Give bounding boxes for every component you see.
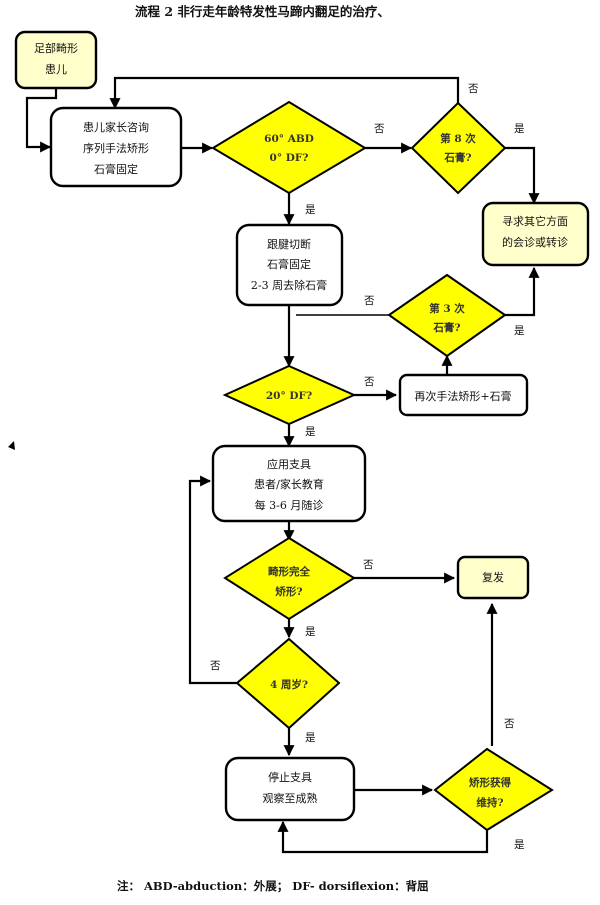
edge-start-consult bbox=[25, 88, 58, 153]
node-brace: 应用支具 患者/家长教育 每 3-6 月随诊 bbox=[211, 444, 367, 523]
node-brace-line-1: 应用支具 bbox=[267, 457, 311, 471]
edge-maintain-stop bbox=[277, 820, 489, 854]
node-referral: 寻求其它方面 的会诊或转诊 bbox=[481, 201, 590, 267]
decision-full-correction: 畸形完全 矫形? bbox=[223, 536, 356, 621]
node-consult-line-2: 序列手法矫形 bbox=[83, 141, 149, 155]
node-start-line-1: 足部畸形 bbox=[34, 41, 78, 55]
node-start: 足部畸形 患儿 bbox=[14, 30, 98, 90]
node-referral-line-2: 的会诊或转诊 bbox=[502, 235, 568, 249]
node-consult-line-1: 患儿家长咨询 bbox=[83, 120, 149, 134]
node-stop-line-2: 观察至成熟 bbox=[263, 791, 318, 805]
label-df20-yes: 是 bbox=[305, 426, 316, 438]
node-recast: 再次手法矫形+石膏 bbox=[398, 373, 529, 417]
edge-cast3-referral bbox=[505, 266, 540, 317]
decision-abd-line-2: 0° DF? bbox=[270, 152, 309, 164]
label-cast8-no: 否 bbox=[468, 83, 479, 95]
chart-title: 流程 2 非行走年龄特发性马蹄内翻足的治疗、 bbox=[135, 4, 390, 19]
decision-cast-8: 第 8 次 石膏? bbox=[410, 101, 507, 195]
decision-maintain-line-1: 矫形获得 bbox=[469, 776, 511, 789]
node-referral-line-1: 寻求其它方面 bbox=[502, 214, 568, 228]
decision-df20-line-1: 20° DF? bbox=[266, 390, 312, 402]
node-tenotomy: 跟腱切断 石膏固定 2-3 周去除石膏 bbox=[235, 223, 344, 307]
node-consult-line-3: 石膏固定 bbox=[94, 162, 138, 176]
node-consult: 患儿家长咨询 序列手法矫形 石膏固定 bbox=[49, 106, 183, 188]
decision-maintained: 矫形获得 维持? bbox=[433, 747, 554, 832]
decision-age-4: 4 周岁? bbox=[235, 637, 341, 730]
node-relapse: 复发 bbox=[456, 555, 530, 600]
label-full-no: 否 bbox=[363, 559, 374, 571]
label-abd-yes: 是 bbox=[305, 204, 316, 216]
footnote: 注： ABD-abduction：外展； DF- dorsiflexion：背屈 bbox=[117, 879, 429, 893]
label-df20-no: 否 bbox=[364, 376, 375, 388]
node-tenotomy-line-3: 2-3 周去除石膏 bbox=[251, 278, 327, 292]
decision-cast3-line-2: 石膏? bbox=[432, 321, 460, 334]
decision-abd-df: 60° ABD 0° DF? bbox=[211, 100, 367, 195]
label-age4-yes: 是 bbox=[305, 732, 316, 744]
node-tenotomy-line-2: 石膏固定 bbox=[267, 257, 311, 271]
stray-mark-icon bbox=[8, 441, 15, 450]
decision-cast-3: 第 3 次 石膏? bbox=[387, 273, 507, 358]
label-cast3-yes: 是 bbox=[514, 325, 525, 337]
decision-cast8-line-1: 第 8 次 bbox=[440, 132, 476, 145]
label-cast8-yes: 是 bbox=[514, 123, 525, 135]
decision-full-line-2: 矫形? bbox=[275, 585, 302, 598]
label-abd-no: 否 bbox=[374, 123, 385, 135]
edge-age4-brace bbox=[188, 475, 237, 685]
decision-cast3-line-1: 第 3 次 bbox=[429, 302, 465, 315]
node-tenotomy-line-1: 跟腱切断 bbox=[267, 237, 311, 251]
node-brace-line-3: 每 3-6 月随诊 bbox=[255, 498, 324, 512]
node-stop-brace: 停止支具 观察至成熟 bbox=[224, 756, 356, 822]
label-maintain-yes: 是 bbox=[514, 839, 525, 851]
label-age4-no: 否 bbox=[210, 660, 221, 672]
decision-abd-line-1: 60° ABD bbox=[264, 133, 314, 145]
label-maintain-no: 否 bbox=[504, 718, 515, 730]
label-cast3-no: 否 bbox=[364, 295, 375, 307]
label-full-yes: 是 bbox=[305, 626, 316, 638]
node-recast-line-1: 再次手法矫形+石膏 bbox=[414, 389, 511, 403]
decision-maintain-line-2: 维持? bbox=[476, 796, 503, 809]
decision-age4-line-1: 4 周岁? bbox=[270, 678, 308, 691]
node-brace-line-2: 患者/家长教育 bbox=[254, 477, 324, 491]
decision-df-20: 20° DF? bbox=[222, 364, 357, 426]
decision-full-line-1: 畸形完全 bbox=[268, 565, 310, 578]
node-start-line-2: 患儿 bbox=[45, 63, 67, 76]
edge-cast8-referral bbox=[505, 146, 540, 205]
edge-cast8-consult bbox=[109, 76, 460, 110]
node-stop-line-1: 停止支具 bbox=[268, 770, 312, 784]
node-relapse-line-1: 复发 bbox=[482, 570, 504, 584]
decision-cast8-line-2: 石膏? bbox=[443, 151, 471, 164]
